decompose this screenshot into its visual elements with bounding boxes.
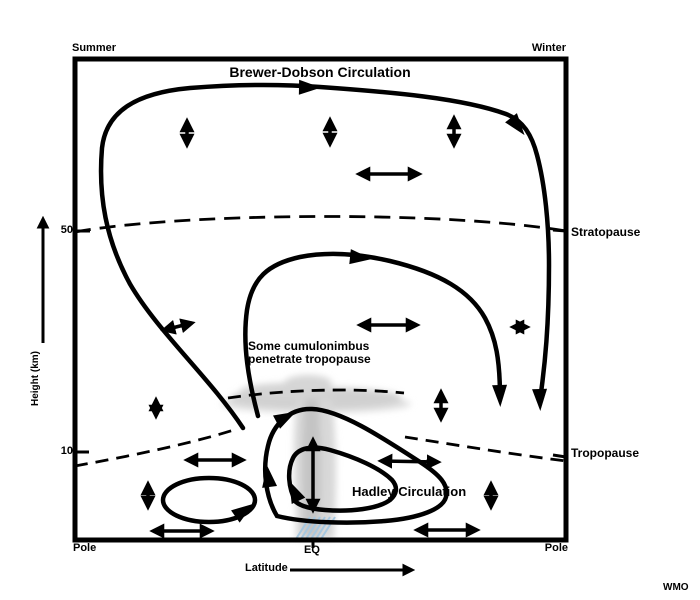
wmo-credit: WMO: [663, 582, 689, 593]
tropopause-line: [74, 388, 567, 468]
summer-label: Summer: [72, 42, 117, 54]
x-tick-eq: EQ: [304, 544, 320, 556]
y-axis-label: Height (km): [30, 351, 41, 406]
cumulonimbus-annotation-line2: penetrate tropopause: [248, 352, 371, 366]
figure-title: Brewer-Dobson Circulation: [229, 64, 411, 80]
cumulonimbus-cloud-icon: [221, 375, 411, 539]
hadley-circulation-label: Hadley Circulation: [352, 484, 467, 499]
cumulonimbus-annotation: Some cumulonimbus penetrate tropopause: [248, 340, 371, 366]
x-axis-label: Latitude: [245, 562, 288, 574]
streamline-arrowheads: [231, 79, 548, 523]
brewer-dobson-streamline: [98, 82, 552, 431]
tropopause-label: Tropopause: [571, 446, 640, 460]
y-tick-50: 50: [60, 224, 73, 236]
x-tick-pole-left: Pole: [73, 542, 97, 554]
winter-label: Winter: [531, 42, 566, 54]
cumulonimbus-annotation-line1: Some cumulonimbus: [248, 339, 370, 353]
stratopause-line: [74, 215, 567, 234]
polar-cell-loop: [160, 475, 258, 525]
stratopause-label: Stratopause: [571, 225, 641, 239]
y-tick-10: 10: [60, 445, 73, 457]
stratospheric-streamline: [243, 251, 503, 419]
hadley-inner-loop: [286, 445, 399, 513]
x-tick-pole-right: Pole: [544, 542, 568, 554]
mixing-arrows: [140, 114, 531, 539]
plot-border: [72, 56, 569, 543]
